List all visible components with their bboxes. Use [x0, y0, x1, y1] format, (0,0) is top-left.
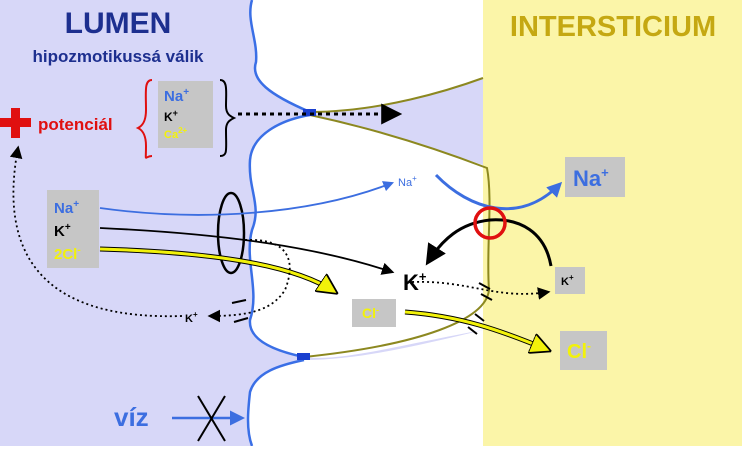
k-cotransport-arrow — [99, 227, 395, 275]
paracellular-ca: Ca2+ — [164, 126, 188, 141]
basolateral-cl-channel-mark-1 — [474, 313, 485, 322]
upper-cell — [250, 0, 483, 112]
left-brace — [135, 79, 153, 159]
potential-label: potenciál — [38, 115, 113, 134]
basolateral-k-box — [555, 267, 585, 294]
k-recycling-path — [207, 239, 291, 323]
potential-generation-arrow — [9, 145, 183, 318]
paracellular-na: Na+ — [164, 87, 189, 105]
lower-cell — [248, 330, 483, 446]
interstitium-region — [483, 0, 742, 446]
intracellular-cl: Cl- — [362, 305, 379, 321]
paracellular-ion-box — [158, 81, 213, 148]
basolateral-cl-channel-mark-2 — [467, 326, 478, 335]
intracellular-cl-box — [352, 299, 396, 327]
basolateral-k: K+ — [561, 273, 574, 288]
paracellular-k: K+ — [164, 108, 178, 124]
na-cotransport-arrow — [99, 181, 395, 216]
tight-junction-lower — [297, 353, 310, 360]
basolateral-na: Na+ — [573, 165, 609, 191]
main-cell-apical-membrane — [248, 113, 311, 359]
basolateral-na-box — [565, 157, 625, 197]
k-pump-arc — [425, 218, 553, 267]
main-cell-basolateral-membrane — [303, 114, 491, 358]
water-block-cross-2 — [197, 395, 226, 442]
upper-cell-basolateral-membrane — [309, 77, 484, 113]
right-brace — [219, 79, 237, 157]
cotransporter-cl: 2Cl- — [54, 245, 81, 263]
basolateral-k-channel-mark-2 — [480, 293, 493, 301]
apical-k-channel-mark-2 — [233, 317, 249, 323]
cotransporter-k: K+ — [54, 222, 71, 240]
cl-cotransport-arrow — [99, 247, 335, 292]
cotransporter-na: Na+ — [54, 199, 79, 217]
water-label: víz — [114, 402, 149, 432]
lower-cell-apical-membrane — [246, 358, 305, 447]
na-k-pump — [473, 206, 507, 240]
tight-junction-upper — [303, 109, 316, 116]
basolateral-cl: Cl- — [567, 339, 591, 363]
lumen-title: LUMEN — [65, 7, 172, 40]
apical-k-label: K+ — [185, 310, 198, 325]
interstitium-title: INTERSTICIUM — [510, 11, 716, 43]
basolateral-k-channel-mark-1 — [478, 282, 491, 290]
cotransporter-ion-box — [47, 190, 99, 268]
main-cell — [249, 115, 483, 358]
lumen-subtitle: hipozmotikussá válik — [33, 47, 205, 66]
basolateral-k-flux-arrow — [411, 281, 551, 300]
intracellular-k: K+ — [403, 269, 427, 295]
basolateral-cl-box — [560, 331, 607, 370]
plus-sign-vertical — [11, 108, 20, 138]
basolateral-cl-arrow — [404, 310, 548, 350]
apical-k-channel-mark-1 — [231, 299, 247, 304]
intracellular-na: Na+ — [398, 174, 417, 189]
nkcc-cotransporter — [216, 191, 246, 275]
upper-cell-apical-membrane — [249, 0, 311, 114]
